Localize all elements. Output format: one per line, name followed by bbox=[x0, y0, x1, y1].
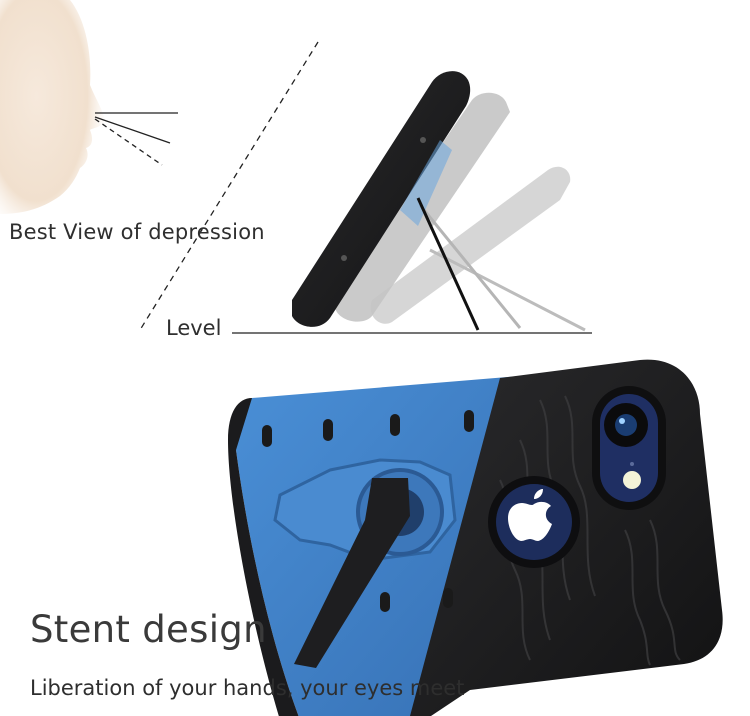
best-view-label: Best View of depression bbox=[9, 220, 265, 244]
upright-phone bbox=[292, 71, 480, 331]
face-silhouette-icon bbox=[0, 0, 105, 214]
stent-design-heading: Stent design bbox=[30, 608, 267, 651]
liberation-caption: Liberation of your hands, your eyes meet bbox=[30, 676, 465, 700]
ghost-phone-low bbox=[370, 166, 586, 332]
level-label: Level bbox=[166, 316, 222, 340]
camera-lens-icon bbox=[604, 403, 648, 447]
kickstand bbox=[294, 478, 410, 668]
apple-logo-icon bbox=[508, 489, 552, 541]
phone-case bbox=[228, 359, 723, 716]
dashed-angle-line bbox=[139, 41, 319, 331]
sight-lines bbox=[94, 112, 178, 166]
